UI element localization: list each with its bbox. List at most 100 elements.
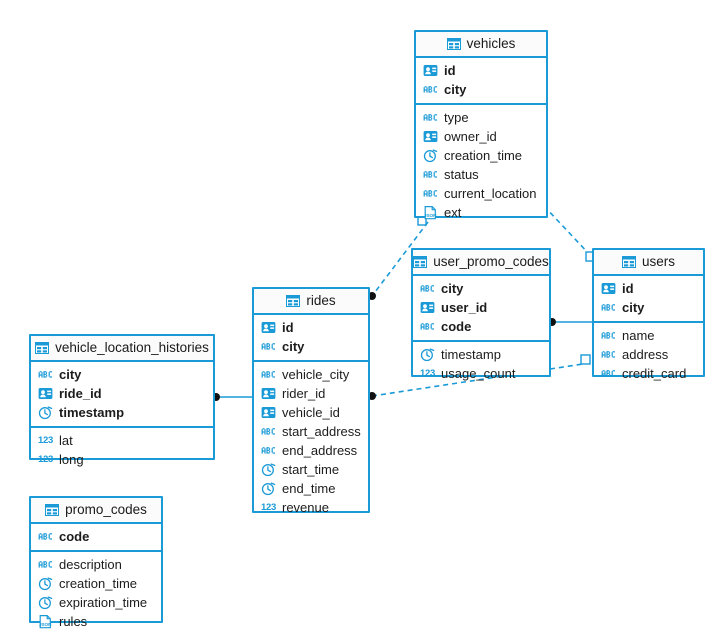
field-name: code <box>441 319 472 334</box>
field-row-user_id[interactable]: user_id <box>413 298 549 317</box>
field-row-vehicle_city[interactable]: vehicle_city <box>254 365 368 384</box>
entity-header-vehicle_location_histories[interactable]: vehicle_location_histories <box>31 336 213 362</box>
field-row-start_address[interactable]: start_address <box>254 422 368 441</box>
field-row-description[interactable]: description <box>31 555 161 574</box>
field-row-city[interactable]: city <box>413 279 549 298</box>
abc-text-icon <box>38 557 53 572</box>
field-name: end_time <box>282 481 336 496</box>
entity-header-promo_codes[interactable]: promo_codes <box>31 498 161 524</box>
field-row-id[interactable]: id <box>594 279 703 298</box>
field-name: start_time <box>282 462 340 477</box>
field-row-address[interactable]: address <box>594 345 703 364</box>
field-name: city <box>282 339 305 354</box>
field-name: vehicle_city <box>282 367 350 382</box>
field-name: end_address <box>282 443 358 458</box>
field-row-credit_card[interactable]: credit_card <box>594 364 703 383</box>
abc-text-icon <box>420 319 435 334</box>
field-row-status[interactable]: status <box>416 165 546 184</box>
field-name: id <box>622 281 634 296</box>
field-name: rules <box>59 614 88 629</box>
field-row-ride_id[interactable]: ride_id <box>31 384 213 403</box>
table-grid-icon <box>45 504 60 516</box>
field-name: city <box>444 82 467 97</box>
id-card-icon <box>261 405 276 420</box>
123-number-icon: 123 <box>420 368 435 379</box>
entity-header-vehicles[interactable]: vehicles <box>416 32 546 58</box>
field-name: vehicle_id <box>282 405 340 420</box>
abc-text-icon <box>423 186 438 201</box>
field-row-name[interactable]: name <box>594 326 703 345</box>
field-row-code[interactable]: code <box>413 317 549 336</box>
abc-text-icon <box>261 339 276 354</box>
field-row-timestamp[interactable]: timestamp <box>413 345 549 364</box>
field-row-city[interactable]: city <box>31 365 213 384</box>
abc-text-icon <box>261 443 276 458</box>
entity-primary-keys-rides: id city <box>254 315 368 362</box>
field-row-rules[interactable]: JSON rules <box>31 612 161 631</box>
id-card-icon <box>38 386 53 401</box>
abc-text-icon <box>601 328 616 343</box>
field-row-city[interactable]: city <box>416 80 546 99</box>
entity-header-user_promo_codes[interactable]: user_promo_codes <box>413 250 549 276</box>
field-name: expiration_time <box>59 595 148 610</box>
field-row-type[interactable]: type <box>416 108 546 127</box>
entity-title: rides <box>306 293 336 309</box>
field-row-timestamp[interactable]: timestamp <box>31 403 213 422</box>
field-row-vehicle_id[interactable]: vehicle_id <box>254 403 368 422</box>
field-name: name <box>622 328 655 343</box>
field-row-owner_id[interactable]: owner_id <box>416 127 546 146</box>
field-name: status <box>444 167 479 182</box>
svg-text:JSON: JSON <box>39 622 52 627</box>
abc-text-icon <box>420 281 435 296</box>
field-row-rider_id[interactable]: rider_id <box>254 384 368 403</box>
field-row-id[interactable]: id <box>416 61 546 80</box>
field-row-end_time[interactable]: end_time <box>254 479 368 498</box>
field-row-creation_time[interactable]: creation_time <box>416 146 546 165</box>
table-grid-icon <box>446 38 461 50</box>
field-name: address <box>622 347 669 362</box>
field-row-start_time[interactable]: start_time <box>254 460 368 479</box>
table-grid-icon <box>621 256 636 268</box>
field-name: timestamp <box>441 347 501 362</box>
field-row-id[interactable]: id <box>254 318 368 337</box>
field-row-current_location[interactable]: current_location <box>416 184 546 203</box>
entity-primary-keys-vehicles: id city <box>416 58 546 105</box>
entity-title: users <box>641 254 675 270</box>
entity-header-users[interactable]: users <box>594 250 703 276</box>
json-document-icon: JSON <box>38 614 53 629</box>
field-row-code[interactable]: code <box>31 527 161 546</box>
field-row-creation_time[interactable]: creation_time <box>31 574 161 593</box>
entity-header-rides[interactable]: rides <box>254 289 368 315</box>
abc-text-icon <box>423 82 438 97</box>
id-card-icon <box>261 386 276 401</box>
field-row-expiration_time[interactable]: expiration_time <box>31 593 161 612</box>
edge-marker-square <box>580 354 591 365</box>
field-row-city[interactable]: city <box>594 298 703 317</box>
entity-rides[interactable]: rides id city vehicle_city rider_id vehicle_i… <box>252 287 370 514</box>
field-name: code <box>59 529 90 544</box>
clock-icon <box>38 576 53 591</box>
edge-vehicle-location-histories-rides <box>212 393 253 401</box>
entity-columns-rides: vehicle_city rider_id vehicle_id start_addr… <box>254 362 368 521</box>
field-row-end_address[interactable]: end_address <box>254 441 368 460</box>
svg-text:JSON: JSON <box>424 213 437 218</box>
clock-icon <box>38 405 53 420</box>
field-name: description <box>59 557 122 572</box>
field-name: revenue <box>282 500 329 515</box>
field-name: id <box>444 63 456 78</box>
entity-title: user_promo_codes <box>433 254 549 270</box>
field-row-city[interactable]: city <box>254 337 368 356</box>
